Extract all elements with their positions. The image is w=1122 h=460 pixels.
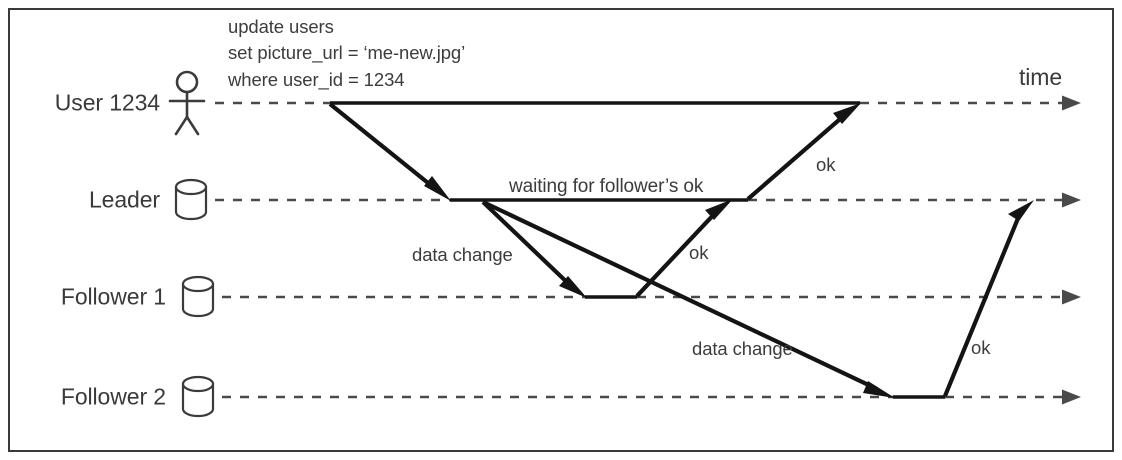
time-axis-label: time xyxy=(1019,64,1063,90)
sql-query-block: update users set picture_url = ‘me-new.j… xyxy=(228,14,465,93)
data-change-follower1-arrow xyxy=(481,200,587,298)
label-data-change-follower-2: data change xyxy=(692,338,793,359)
data-change-follower2-arrow xyxy=(482,200,895,398)
participant-label-user-1234: User 1234 xyxy=(54,89,160,116)
database-cylinder-icon-leader xyxy=(174,178,208,221)
update-request-arrow xyxy=(328,102,451,201)
lifeline-follower-1-arrowhead xyxy=(1062,289,1081,305)
participant-label-leader: Leader xyxy=(88,186,160,213)
participant-label-follower-1: Follower 1 xyxy=(60,283,166,310)
lifeline-user-1234-arrowhead xyxy=(1062,95,1081,111)
participant-label-follower-2: Follower 2 xyxy=(60,383,166,410)
sql-query-line-2: set picture_url = ‘me-new.jpg’ xyxy=(228,42,466,64)
database-cylinder-icon-follower-2 xyxy=(181,375,215,418)
ok-follower2-arrow xyxy=(943,200,1034,397)
sql-query-line-1: update users xyxy=(228,16,334,37)
ok-follower1-arrow xyxy=(635,199,733,298)
sql-query-line-3: where user_id = 1234 xyxy=(228,68,405,90)
figure-frame xyxy=(8,8,1114,452)
label-data-change-follower-1: data change xyxy=(412,244,513,265)
lifeline-follower-2-arrowhead xyxy=(1062,389,1081,405)
label-ok-follower-1-to-leader: ok xyxy=(689,242,709,263)
ok-user-arrow xyxy=(746,103,861,201)
label-ok-follower-2-to-leader: ok xyxy=(971,337,991,358)
stick-figure-icon xyxy=(168,70,206,136)
database-cylinder-icon-follower-1 xyxy=(181,275,215,318)
lifeline-leader-arrowhead xyxy=(1062,192,1081,208)
label-ok-leader-to-user: ok xyxy=(816,154,836,175)
note-waiting-for-follower-ok: waiting for follower’s ok xyxy=(509,176,704,197)
